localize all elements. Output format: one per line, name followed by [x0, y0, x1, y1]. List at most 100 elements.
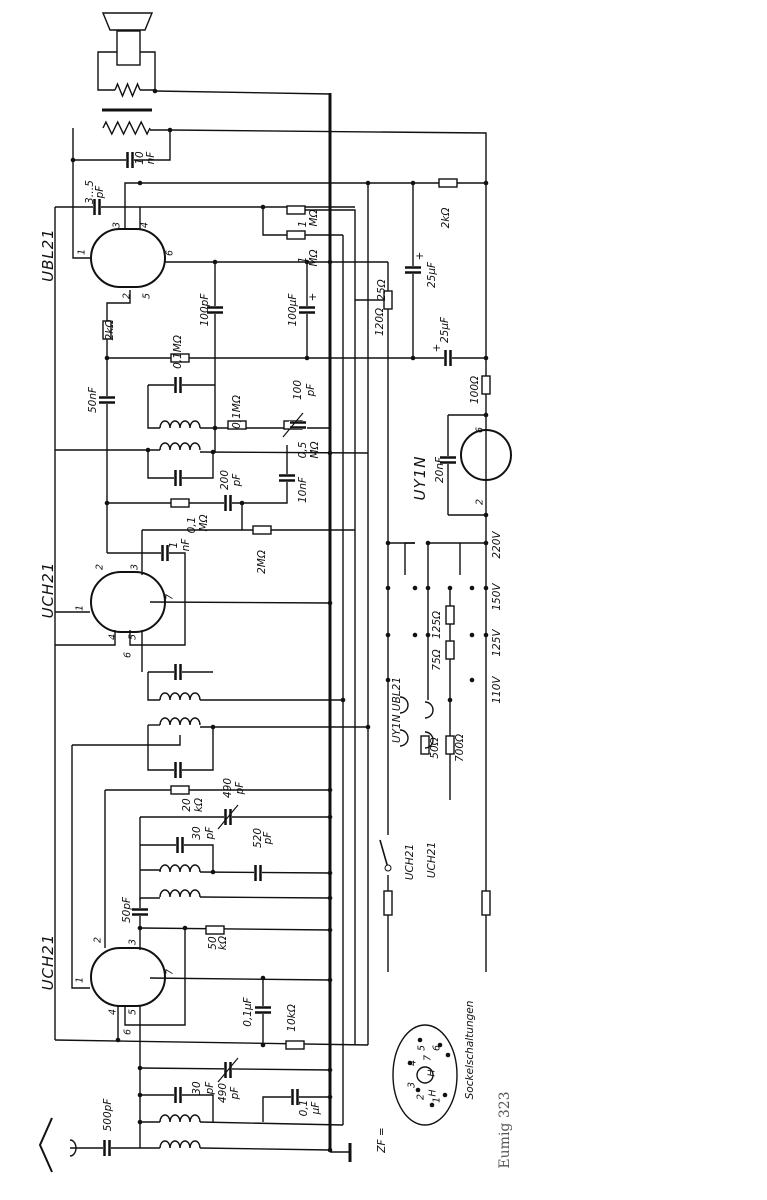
resistor	[227, 420, 247, 430]
transformer-secondary	[114, 82, 141, 98]
variable-arrow	[217, 1057, 239, 1083]
junction-dot	[385, 585, 391, 591]
component-label: 700Ω	[454, 734, 466, 762]
junction-dot	[104, 355, 110, 361]
component-label: MΩ	[198, 514, 210, 531]
junction-dot	[167, 127, 173, 133]
junction-dot	[260, 975, 266, 981]
wire	[124, 928, 186, 1026]
capacitor-gap	[126, 151, 134, 169]
junction-dot	[483, 412, 489, 418]
capacitor-gap	[404, 266, 422, 274]
component-label: 50Ω	[429, 737, 441, 758]
coil	[159, 442, 201, 451]
junction-dot	[70, 157, 76, 163]
component-label: UCH21	[426, 842, 438, 878]
capacitor-gap	[439, 456, 457, 464]
transformer-primary	[102, 120, 151, 136]
component-label: 0,1MΩ	[172, 335, 184, 369]
component-label: 0,1µF	[242, 996, 254, 1026]
component-label: 1	[77, 249, 88, 255]
component-label: 4	[108, 634, 119, 640]
capacitor-gap	[278, 474, 296, 482]
component-label: MΩ	[308, 249, 320, 266]
component-label: 25µF	[426, 261, 438, 288]
wire	[404, 542, 415, 575]
wire	[199, 451, 369, 454]
component-label: ZF =	[376, 1127, 388, 1153]
component-label: 125V	[491, 629, 503, 657]
capacitor-gap	[444, 349, 452, 367]
component-label: 0,1MΩ	[231, 395, 243, 429]
junction-dot	[483, 585, 489, 591]
junction-dot	[304, 259, 310, 265]
junction-dot	[260, 1042, 266, 1048]
component-label: +	[307, 293, 319, 302]
junction-dot	[210, 724, 216, 730]
wire	[140, 844, 214, 872]
component-label: pF	[94, 185, 106, 200]
resistor	[286, 205, 306, 215]
wire	[147, 672, 160, 701]
component-label: 3	[112, 222, 123, 228]
wire	[55, 630, 116, 646]
component-label: 4	[408, 1060, 419, 1066]
wire	[199, 896, 331, 899]
speaker-icon	[101, 12, 154, 31]
junction-dot	[137, 1119, 143, 1125]
junction-dot	[104, 500, 110, 506]
wire	[38, 1117, 53, 1173]
component-label: 6	[165, 250, 176, 256]
component-label: 1	[297, 221, 309, 228]
resistor	[205, 925, 225, 935]
junction-dot	[469, 632, 475, 638]
power-switch	[379, 839, 389, 869]
coil	[159, 717, 201, 726]
resistor	[445, 605, 455, 625]
component-label: 200	[219, 470, 231, 490]
wire	[199, 871, 331, 874]
resistor	[420, 735, 430, 755]
capacitor-gap	[131, 908, 149, 916]
component-label: pF	[204, 826, 216, 841]
junction-dot	[327, 814, 333, 820]
component-label: 25µF	[439, 316, 451, 343]
component-label: 3	[130, 564, 141, 570]
resistor	[170, 353, 190, 363]
wire	[154, 90, 331, 95]
resistor	[285, 1040, 305, 1050]
junction-dot	[327, 1067, 333, 1073]
resistor	[383, 290, 393, 310]
wire	[124, 182, 486, 230]
coil	[159, 1114, 201, 1123]
junction-dot	[385, 632, 391, 638]
tube-uy1n	[460, 429, 512, 481]
component-label: 150V	[491, 583, 503, 611]
junction-dot	[483, 355, 489, 361]
junction-dot	[429, 1102, 435, 1108]
switch-gap	[384, 835, 392, 875]
junction-dot	[327, 927, 333, 933]
junction-dot	[137, 925, 143, 931]
junction-dot	[327, 977, 333, 983]
junction-dot	[407, 1060, 413, 1066]
component-label: +	[431, 344, 443, 353]
heater-loop	[399, 729, 409, 747]
component-label: MΩ	[309, 441, 321, 458]
component-label: nF	[180, 538, 192, 552]
junction-dot	[410, 180, 416, 186]
coil	[159, 692, 201, 701]
junction-dot	[327, 259, 333, 265]
component-label: pF	[305, 383, 317, 398]
component-label: 3…5	[84, 180, 96, 204]
resistor	[445, 735, 455, 755]
junction-dot	[365, 180, 371, 186]
component-label: pF	[204, 1081, 216, 1096]
variable-arrow	[282, 412, 304, 438]
component-label: 50nF	[87, 386, 99, 413]
tube-socket-diagram	[392, 1024, 458, 1126]
heater-loop	[424, 731, 434, 749]
wire	[147, 385, 160, 429]
